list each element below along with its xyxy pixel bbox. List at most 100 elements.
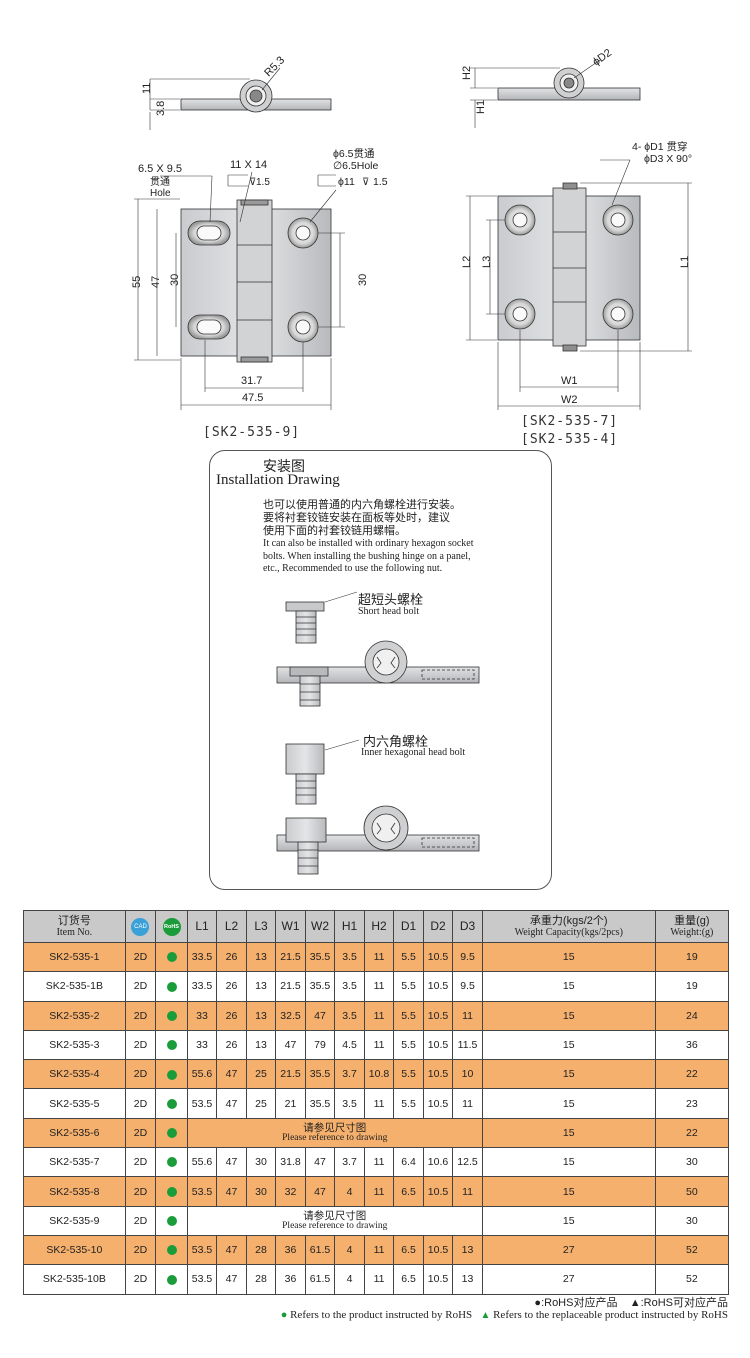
item-no-cell: SK2-535-3 — [23, 1029, 126, 1061]
dim-W1-cell: 21.5 — [275, 971, 306, 1002]
capacity-cell: 15 — [481, 941, 656, 973]
cad-icon: CAD — [131, 917, 150, 936]
capacity-cell: 15 — [481, 1059, 656, 1090]
dim-L3-cell: 25 — [245, 1059, 277, 1090]
dim-W1-cell: 32 — [275, 1176, 306, 1207]
dim-D3-cell: 9.5 — [452, 941, 483, 973]
install-text-en-2: bolts. When installing the bushing hinge… — [263, 550, 471, 562]
header-D1: D1 — [393, 910, 424, 943]
dim-L3-cell: 30 — [245, 1176, 277, 1207]
dim-H1-cell: 4 — [334, 1234, 365, 1266]
cad-cell: 2D — [124, 1059, 157, 1090]
header-W2: W2 — [304, 910, 336, 943]
dim-W1-cell: 21.5 — [275, 1059, 306, 1090]
dim-W1-cell: 47 — [275, 1029, 306, 1061]
dim-W2-cell: 35.5 — [304, 1059, 336, 1090]
dim-D2-cell: 10.5 — [422, 1176, 454, 1207]
dim-D2-cell: 10.5 — [422, 1234, 454, 1266]
capacity-cell: 27 — [481, 1264, 656, 1295]
dim-D3-cell: 10 — [452, 1059, 483, 1090]
cad-cell: 2D — [124, 1234, 157, 1266]
dim-L2-cell: 26 — [216, 1000, 247, 1031]
cad-cell: 2D — [124, 941, 157, 973]
dim-D2-cell: 10.5 — [422, 1000, 454, 1031]
dim-L3-cell: 25 — [245, 1088, 277, 1119]
bolt1-label-cn: 超短头螺栓 — [358, 592, 424, 607]
assembly-hex-bolt — [276, 805, 480, 875]
dim-D3-cell: 9.5 — [452, 971, 483, 1002]
install-text-cn-3: 使用下面的衬套铰链用螺帽。 — [263, 525, 406, 537]
dim-slot: 6.5 X 9.5 — [138, 163, 182, 175]
dim-L2-cell: 47 — [216, 1264, 247, 1295]
technical-drawings: R5.3 11 3.8 — [131, 47, 692, 410]
dim-D1-cell: 5.5 — [393, 1000, 424, 1031]
dim-30b: 30 — [357, 274, 369, 286]
dim-counter-depth: 1.5 — [256, 177, 270, 188]
rohs-dot-icon — [166, 1098, 177, 1109]
capacity-cell: 15 — [481, 1205, 656, 1236]
dim-D3-cell: 12.5 — [452, 1147, 483, 1178]
dim-30a: 30 — [169, 274, 181, 286]
rohs-cell — [155, 1264, 188, 1295]
item-no-cell: SK2-535-10B — [23, 1264, 126, 1295]
rohs-dot-icon — [166, 1040, 177, 1051]
dim-55: 55 — [131, 276, 143, 288]
dim-left-t: 3.8 — [155, 101, 167, 116]
dim-H2-cell: 11 — [363, 1147, 395, 1178]
dim-L2-cell: 47 — [216, 1059, 247, 1090]
rohs-cell — [155, 1059, 188, 1090]
cad-cell: 2D — [124, 1176, 157, 1207]
rohs-triangle-icon: ▲ — [480, 1310, 491, 1321]
dim-L1-cell: 33.5 — [186, 971, 218, 1002]
header-capacity-en: Weight Capacity(kgs/2pcs) — [514, 926, 623, 938]
short-head-bolt-icon — [285, 591, 358, 644]
dim-W2-cell: 35.5 — [304, 971, 336, 1002]
dim-H2: H2 — [461, 66, 473, 80]
dim-D1-cell: 5.5 — [393, 1029, 424, 1061]
legend-cn-tri: ▲:RoHS可对应产品 — [629, 1297, 728, 1309]
dim-D2-cell: 10.5 — [422, 1264, 454, 1295]
header-capacity: 承重力(kgs/2个) Weight Capacity(kgs/2pcs) — [481, 910, 656, 943]
right-front-view — [466, 159, 692, 410]
cad-cell: 2D — [124, 1147, 157, 1178]
dim-W2-cell: 35.5 — [304, 1088, 336, 1119]
installation-panel — [209, 450, 552, 890]
capacity-cell: 15 — [481, 1147, 656, 1178]
dim-L1-cell: 53.5 — [186, 1264, 218, 1295]
note-D1: 4- ϕD1 贯穿 — [632, 140, 687, 153]
install-text-en: It can also be installed with ordinary h… — [263, 538, 543, 576]
item-no-cell: SK2-535-10 — [23, 1234, 126, 1266]
dim-47-5: 47.5 — [242, 392, 263, 404]
dim-slot-en: Hole — [150, 188, 171, 199]
item-no-cell: SK2-535-2 — [23, 1000, 126, 1031]
dim-H1-cell: 3.5 — [334, 971, 365, 1002]
rohs-dot-icon — [166, 1274, 177, 1285]
dim-L2-cell: 47 — [216, 1176, 247, 1207]
dim-W2: W2 — [561, 394, 578, 406]
install-text-cn-1: 也可以使用普通的内六角螺栓进行安装。 — [263, 499, 461, 511]
dim-H1-cell: 3.5 — [334, 1000, 365, 1031]
weight-cell: 22 — [654, 1117, 730, 1149]
rohs-cell — [155, 1205, 188, 1236]
dim-D1-cell: 6.5 — [393, 1234, 424, 1266]
rohs-cell — [155, 1117, 188, 1149]
dim-left-R: R5.3 — [262, 54, 287, 79]
dim-D1-cell: 6.4 — [393, 1147, 424, 1178]
rohs-cell — [155, 1088, 188, 1119]
item-no-cell: SK2-535-9 — [23, 1205, 126, 1236]
header-D3: D3 — [452, 910, 483, 943]
dim-H1-cell: 3.5 — [334, 941, 365, 973]
cad-cell: 2D — [124, 971, 157, 1002]
dim-D3-cell: 11 — [452, 1176, 483, 1207]
cad-cell: 2D — [124, 1117, 157, 1149]
dim-H2-cell: 10.8 — [363, 1059, 395, 1090]
capacity-cell: 15 — [481, 1117, 656, 1149]
rohs-cell — [155, 971, 188, 1002]
rohs-icon: RoHS — [162, 917, 181, 936]
install-title-en: Installation Drawing — [216, 472, 340, 488]
